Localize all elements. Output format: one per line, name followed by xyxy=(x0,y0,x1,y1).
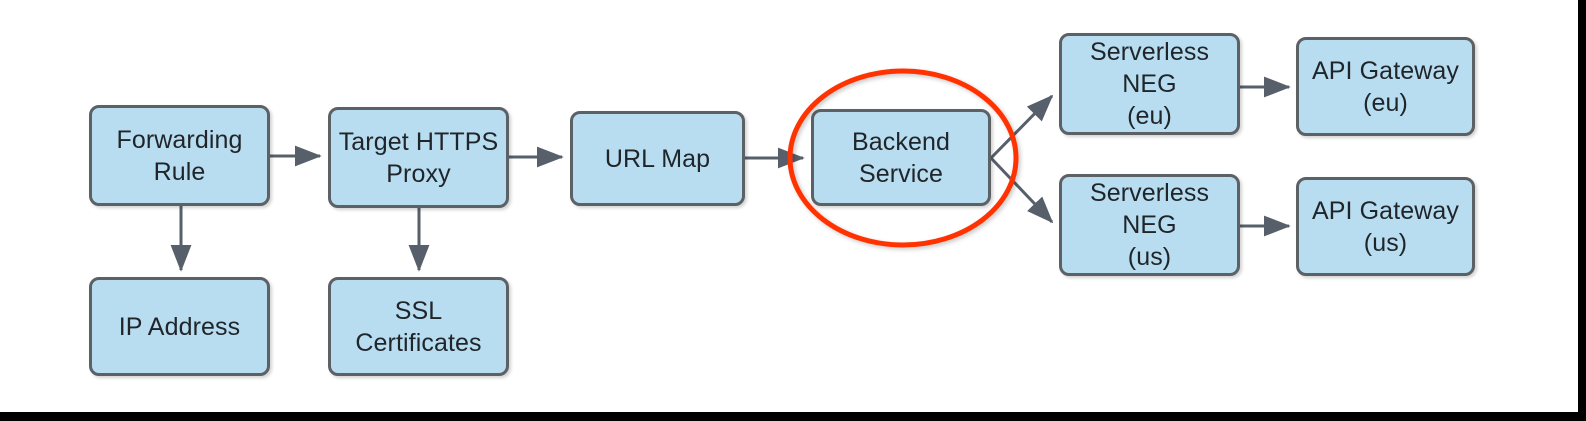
node-forwarding-rule-label: Forwarding Rule xyxy=(116,125,243,186)
frame-right-border xyxy=(1578,0,1586,421)
node-ssl-certificates-label: SSL Certificates xyxy=(355,296,482,357)
node-serverless-neg-us[interactable]: Serverless NEG (us) xyxy=(1059,174,1240,276)
node-api-gateway-us-label: API Gateway (us) xyxy=(1312,196,1459,257)
edge-backend-service-to-serverless-neg-us xyxy=(989,156,1054,224)
node-backend-service-label: Backend Service xyxy=(852,127,950,188)
node-target-https-proxy[interactable]: Target HTTPS Proxy xyxy=(328,107,509,208)
node-api-gateway-eu-label: API Gateway (eu) xyxy=(1312,56,1459,117)
node-serverless-neg-us-label: Serverless NEG (us) xyxy=(1089,179,1210,271)
node-api-gateway-us[interactable]: API Gateway (us) xyxy=(1296,177,1475,276)
node-target-https-proxy-label: Target HTTPS Proxy xyxy=(338,127,499,188)
node-url-map[interactable]: URL Map xyxy=(570,111,745,206)
node-ip-address[interactable]: IP Address xyxy=(89,277,270,376)
node-serverless-neg-eu[interactable]: Serverless NEG (eu) xyxy=(1059,33,1240,135)
node-serverless-neg-eu-label: Serverless NEG (eu) xyxy=(1089,38,1210,130)
node-url-map-label: URL Map xyxy=(604,144,711,173)
node-backend-service[interactable]: Backend Service xyxy=(811,109,991,206)
node-ssl-certificates[interactable]: SSL Certificates xyxy=(328,277,509,376)
frame-bottom-border xyxy=(0,412,1586,421)
node-api-gateway-eu[interactable]: API Gateway (eu) xyxy=(1296,37,1475,136)
node-forwarding-rule[interactable]: Forwarding Rule xyxy=(89,105,270,206)
edge-backend-service-to-serverless-neg-eu xyxy=(989,94,1054,160)
node-ip-address-label: IP Address xyxy=(118,312,241,341)
